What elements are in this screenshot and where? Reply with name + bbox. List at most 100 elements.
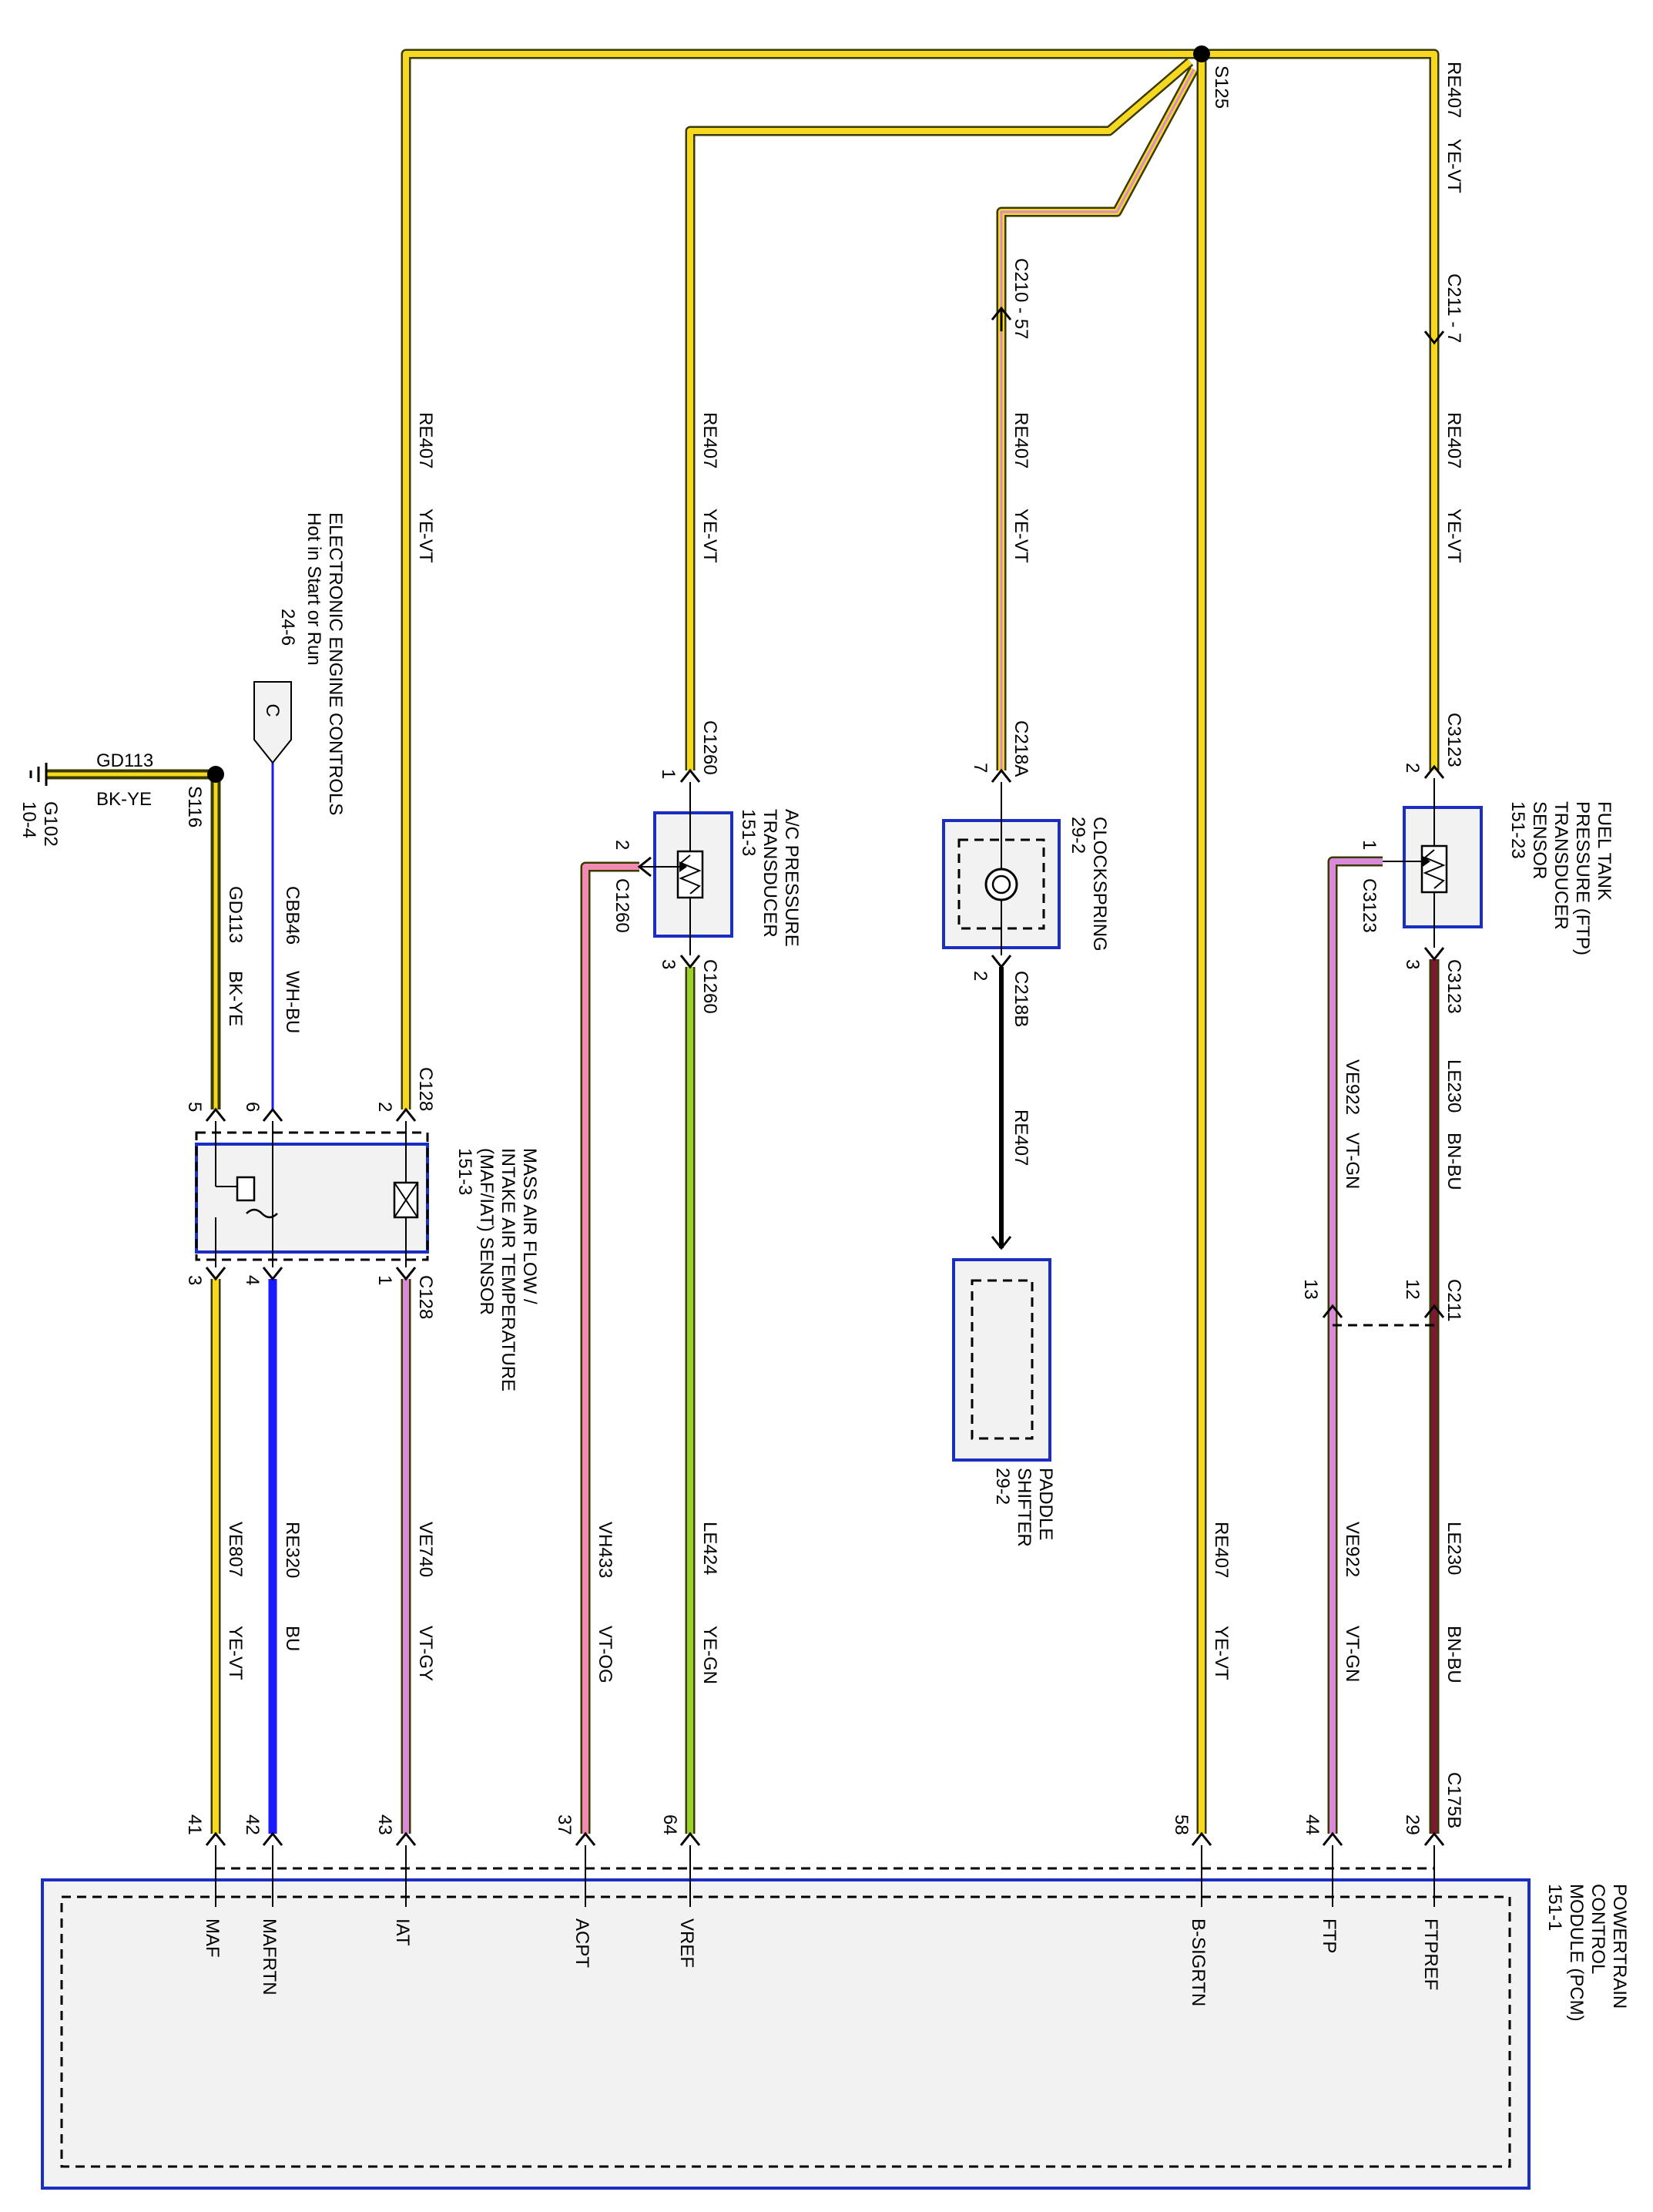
c1260-pin3: 3 — [658, 959, 679, 969]
w-ve922-top-circuit: VE922 — [1342, 1059, 1363, 1115]
c1260-1-label: C1260 — [699, 720, 720, 775]
c128-top-label: C128 — [415, 1067, 436, 1111]
w-clk-color: YE-VT — [1011, 509, 1031, 563]
ground-symbol — [29, 763, 48, 786]
wire-re407-ac — [687, 59, 1192, 770]
splice-s125 — [1193, 45, 1210, 62]
arrow-c218b — [991, 955, 1012, 969]
ftp-title4: SENSOR — [1529, 801, 1550, 879]
c218b-pin: 2 — [970, 971, 991, 981]
ground-color-label: BK-YE — [96, 789, 152, 810]
clockspring-coil-icon — [984, 868, 1018, 901]
w-ve807-color: YE-VT — [225, 1626, 246, 1680]
c1260-pin1: 1 — [658, 769, 679, 779]
w-le424-circuit: LE424 — [699, 1522, 720, 1575]
w-re407-pcm-color: YE-VT — [1211, 1626, 1232, 1680]
pcm-signal-ftp: FTP — [1319, 1918, 1340, 1953]
c210-label: C210 - 57 — [1011, 258, 1031, 339]
w-vh433-color: VT-OG — [595, 1626, 615, 1683]
ftp-sensor — [1383, 778, 1483, 948]
c3123-pin1: 1 — [1359, 840, 1380, 850]
w-ftp-color: YE-VT — [1443, 509, 1464, 563]
w-le230-bot-color: BN-BU — [1443, 1626, 1464, 1683]
c128-pin1: 1 — [374, 1275, 395, 1285]
c3123-2-label: C3123 — [1443, 713, 1464, 767]
pcm-pin37: 37 — [554, 1814, 575, 1835]
pcm-module — [41, 1845, 1531, 2190]
c128-pin5: 5 — [184, 1102, 205, 1112]
ground-id-label: G102 — [40, 801, 61, 847]
wire-ve922 — [1329, 858, 1383, 1834]
c211-mid-label: C211 — [1443, 1279, 1464, 1322]
eec-flag-letter: C — [262, 703, 283, 717]
clock-title: CLOCKSPRING — [1089, 817, 1110, 952]
c3123-pin3: 3 — [1402, 959, 1423, 969]
arrow-c128-2 — [395, 1107, 417, 1122]
eec-title: ELECTRONIC ENGINE CONTROLS — [325, 512, 346, 815]
w-vh433-circuit: VH433 — [595, 1522, 615, 1578]
pcm-pin58: 58 — [1171, 1814, 1192, 1835]
w-ve922-bot-color: VT-GN — [1342, 1626, 1363, 1682]
c218b-label: C218B — [1011, 971, 1031, 1027]
pcm-pin41: 41 — [184, 1814, 205, 1835]
ac-resistor-zigzag — [679, 854, 702, 895]
ftp-title5: 151-23 — [1507, 801, 1528, 859]
eec-subtitle: Hot in Start or Run — [303, 512, 324, 666]
w-ve740-circuit: VE740 — [415, 1522, 436, 1577]
maf-heater-icon — [236, 1176, 256, 1202]
pcm-title1: POWERTRAIN — [1609, 1884, 1630, 2009]
arrow-c128-4 — [262, 1267, 283, 1281]
maf-title3: (MAF/IAT) SENSOR — [476, 1148, 497, 1315]
arrow-c210 — [991, 306, 1012, 331]
ground-ref-label: 10-4 — [18, 801, 39, 838]
clock-ref: 29-2 — [1068, 817, 1088, 854]
w-le230-bot-circuit: LE230 — [1443, 1522, 1464, 1575]
w-ftp-circuit: RE407 — [1443, 412, 1464, 468]
arrow-c1260-1 — [679, 768, 701, 783]
c175b-label: C175B — [1443, 1772, 1464, 1828]
w-re407-pcm-circuit: RE407 — [1211, 1522, 1232, 1578]
splice-s125-label: S125 — [1211, 65, 1232, 109]
maf-coil-icon — [246, 1208, 278, 1219]
arrow-c211-12 — [1423, 1304, 1445, 1318]
arrow-pcm-43 — [395, 1831, 417, 1846]
pcm-title4: 151-1 — [1544, 1884, 1565, 1931]
w-ac-circuit: RE407 — [699, 412, 720, 468]
c128-pin3: 3 — [184, 1275, 205, 1285]
wire-re407-ftp-top — [1202, 51, 1437, 770]
splice-s116-label: S116 — [184, 786, 205, 827]
c211-pin12: 12 — [1402, 1279, 1423, 1300]
top-right-circuit: RE407 — [1443, 62, 1464, 118]
ac-title1: A/C PRESSURE — [781, 809, 802, 947]
pcm-signal-iat: IAT — [392, 1918, 413, 1946]
arrow-pcm-41 — [205, 1831, 226, 1846]
w-re407-black-circuit: RE407 — [1011, 1109, 1031, 1166]
w-re320-color: BU — [282, 1626, 303, 1651]
c211-top-label: C211 - 7 — [1443, 274, 1464, 343]
pcm-signal-vref: VREF — [676, 1918, 697, 1968]
maf-title2: INTAKE AIR TEMPERATURE — [498, 1148, 518, 1391]
arrow-c3123-3 — [1423, 947, 1445, 962]
w-mafiat-color: YE-VT — [415, 509, 436, 563]
w-cbb46-circuit: CBB46 — [282, 886, 303, 945]
clockspring — [942, 782, 1061, 955]
c3123-pin2: 2 — [1402, 763, 1423, 773]
ftp-title2: PRESSURE (FTP) — [1572, 801, 1593, 955]
arrow-c218a — [991, 768, 1012, 783]
c1260-3-label: C1260 — [699, 959, 720, 1014]
arrow-c128-3 — [205, 1267, 226, 1281]
ac-title2: TRANSDUCER — [759, 809, 780, 938]
w-clk-circuit: RE407 — [1011, 412, 1031, 468]
pcm-signal-maf: MAF — [202, 1918, 223, 1958]
paddle-shifter — [952, 1258, 1051, 1462]
c128-pin4: 4 — [242, 1275, 263, 1285]
c128-bot-label: C128 — [415, 1275, 436, 1319]
w-gd113-color: BK-YE — [225, 971, 246, 1026]
paddle-title3: 29-2 — [992, 1468, 1013, 1505]
c211-pin13: 13 — [1300, 1279, 1321, 1300]
w-le424-color: YE-GN — [699, 1626, 720, 1684]
w-re320-circuit: RE320 — [282, 1522, 303, 1578]
c1260-pin2: 2 — [612, 840, 632, 850]
c128-pin2: 2 — [374, 1102, 395, 1112]
arrow-c3123-2 — [1423, 764, 1445, 779]
